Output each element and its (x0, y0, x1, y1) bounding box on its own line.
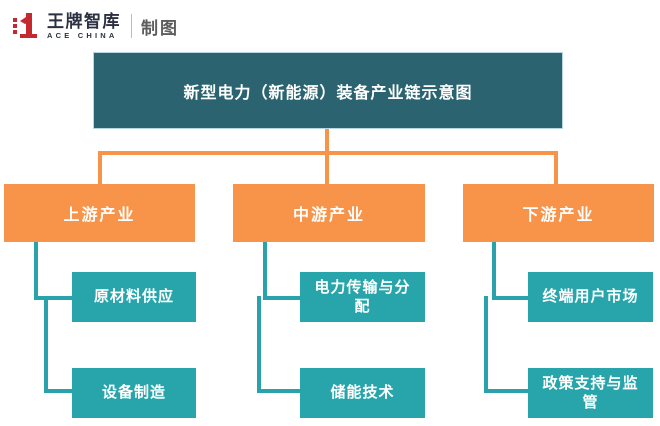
brand-header: 王牌智库 ACE CHINA 制图 (13, 10, 179, 42)
connector-upstream-drop-1 (34, 242, 38, 300)
connector-tier-rail (98, 151, 558, 155)
leaf-node-raw-materials: 原材料供应 (72, 272, 196, 322)
brand-divider (131, 14, 132, 38)
leaf-node-power-transmission: 电力传输与分配 (300, 272, 425, 322)
connector-midstream-drop-1 (263, 242, 267, 300)
branch-node-downstream: 下游产业 (463, 184, 654, 242)
connector-title-trunk (325, 129, 329, 187)
connector-midstream-stub-2 (257, 389, 300, 393)
connector-downstream-stub-2 (484, 389, 528, 393)
connector-downstream-drop-1 (492, 242, 496, 300)
brand-logo-icon (13, 13, 37, 38)
connector-upstream-stub-2 (44, 389, 72, 393)
leaf-node-end-user-market: 终端用户市场 (528, 272, 653, 322)
brand-name-cn: 王牌智库 (47, 11, 121, 31)
brand-name-en: ACE CHINA (47, 30, 118, 40)
branch-node-upstream: 上游产业 (4, 184, 195, 242)
connector-upstream-drop-2 (44, 296, 48, 393)
connector-midstream-drop-2 (257, 296, 261, 393)
leaf-node-equipment-mfg: 设备制造 (72, 368, 196, 418)
leaf-node-energy-storage: 储能技术 (300, 368, 425, 418)
connector-tier-drop-right (554, 151, 558, 187)
brand-wordmark: 王牌智库 ACE CHINA (47, 13, 121, 40)
connector-downstream-drop-2 (484, 296, 488, 393)
leaf-node-policy-regulation: 政策支持与监管 (528, 368, 653, 418)
brand-suffix-label: 制图 (141, 18, 179, 38)
diagram-title-node: 新型电力（新能源）装备产业链示意图 (93, 52, 563, 129)
branch-node-midstream: 中游产业 (233, 184, 425, 242)
connector-downstream-stub-1 (492, 296, 528, 300)
connector-midstream-stub-1 (263, 296, 300, 300)
connector-tier-drop-left (98, 151, 102, 187)
connector-upstream-stub-1 (34, 296, 72, 300)
